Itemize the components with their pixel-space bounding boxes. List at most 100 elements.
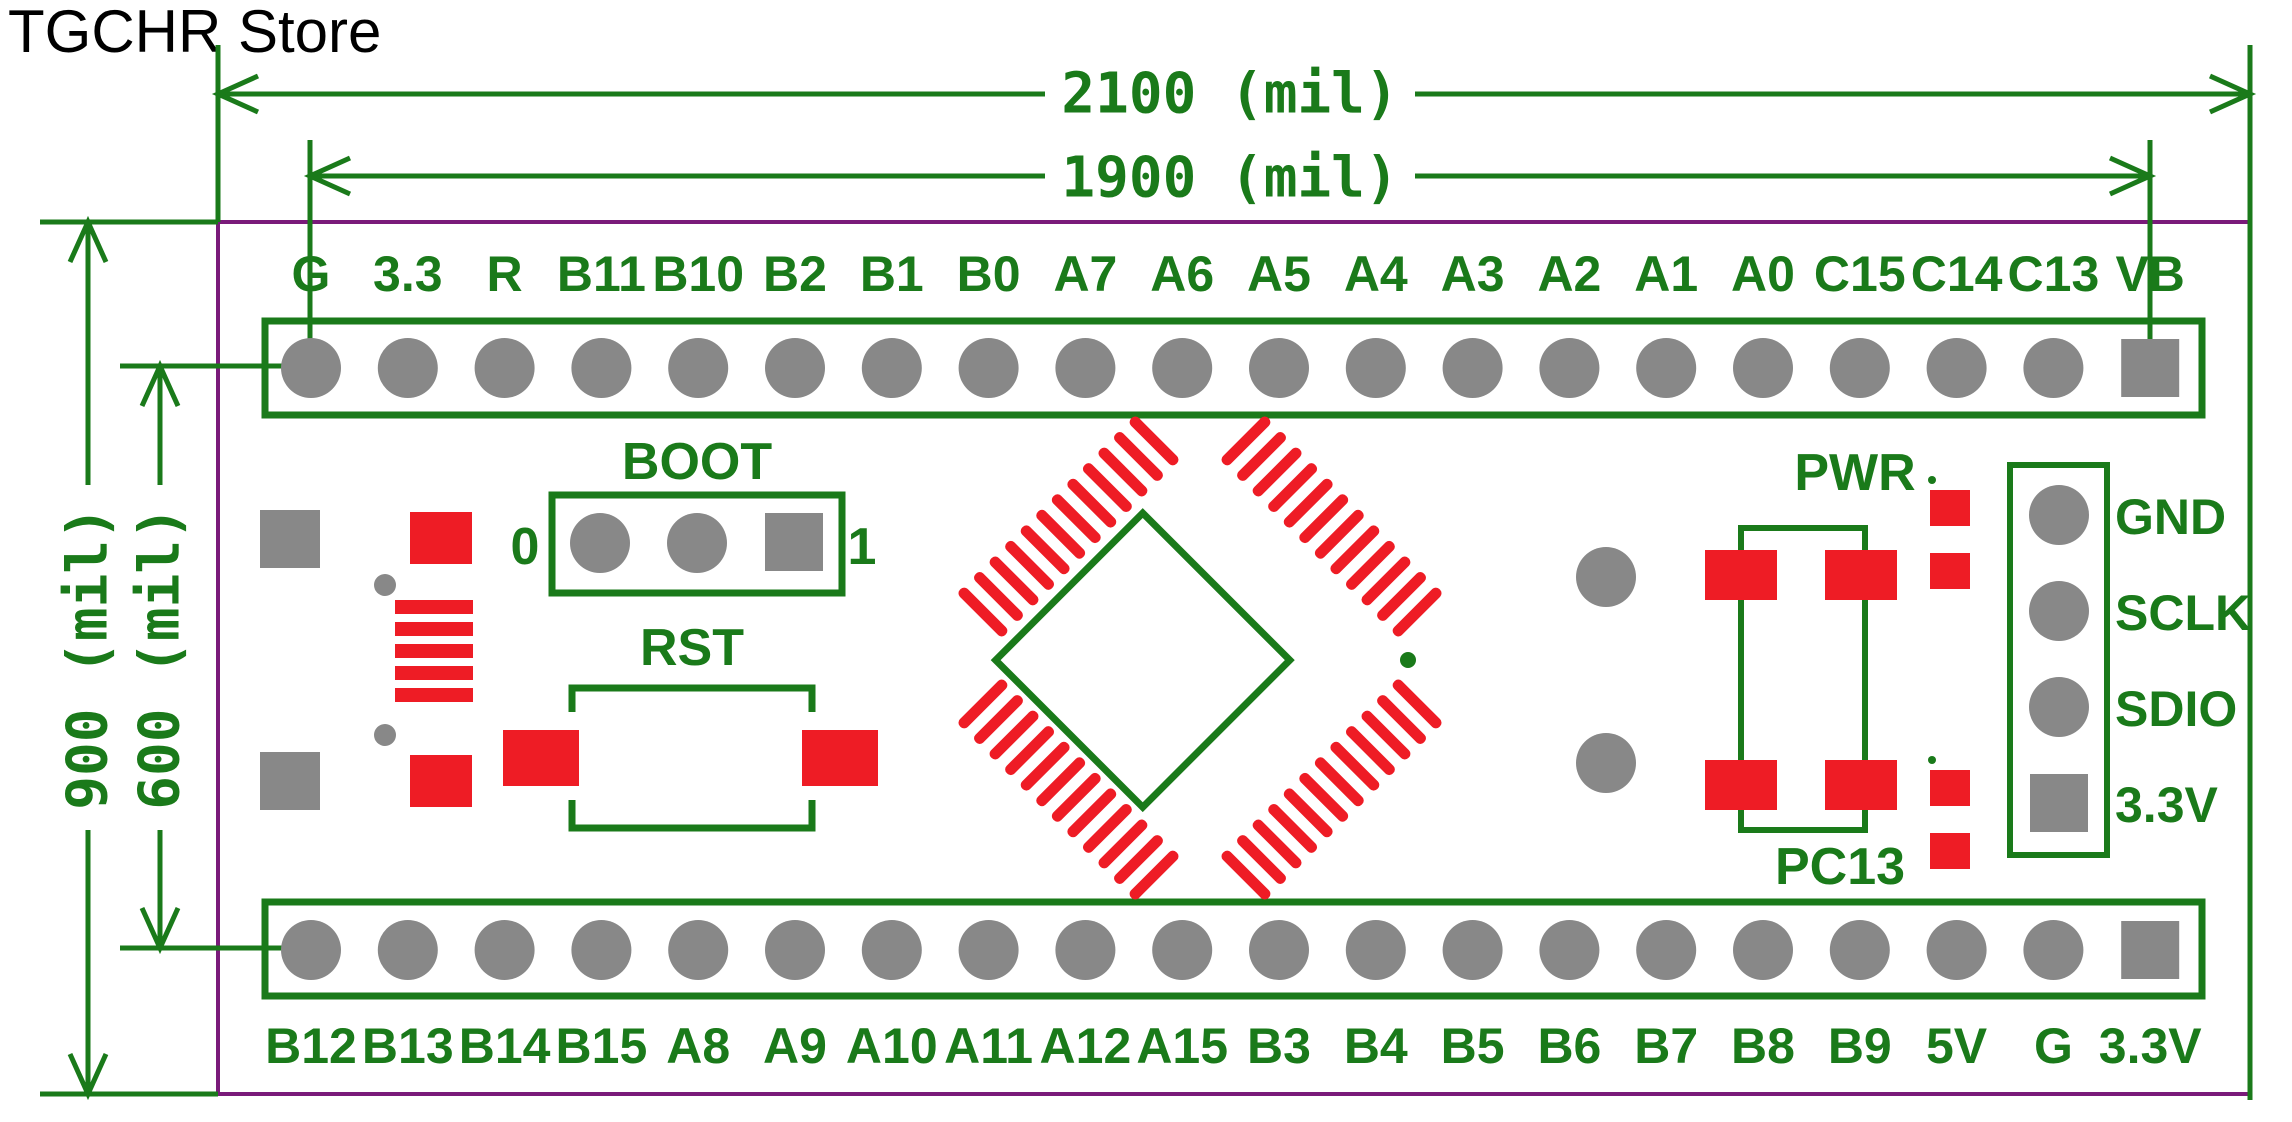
mcu-pad [1098, 447, 1148, 497]
top-pin-label: A2 [1537, 246, 1601, 302]
rst-pad-left [503, 730, 579, 786]
swd-header-outline [2007, 462, 2110, 858]
boot-pin [570, 513, 630, 573]
header-pin [765, 338, 825, 398]
header-pin [474, 920, 535, 980]
bottom-pin-label: B7 [1634, 1018, 1698, 1074]
mcu-pad [1036, 509, 1086, 559]
bottom-pin-label: A9 [763, 1018, 827, 1074]
header-pin [861, 338, 922, 398]
store-title: TGCHR Store [8, 0, 382, 65]
mcu-pad [1252, 447, 1302, 497]
mcu-pad [1067, 478, 1117, 528]
led-pad [1930, 833, 1970, 869]
header-pin [668, 920, 729, 980]
header-pin [281, 338, 341, 398]
rst-button-outline [568, 684, 816, 712]
rst-label: RST [640, 619, 744, 677]
header-pin [1055, 338, 1116, 398]
bottom-pin-label: A15 [1136, 1018, 1228, 1074]
bottom-pin-label: A8 [666, 1018, 730, 1074]
header-pin [1249, 338, 1309, 398]
top-pin-label: A7 [1053, 246, 1117, 302]
top-pin-label: A4 [1344, 246, 1408, 302]
via [374, 724, 396, 746]
bottom-pin-label: B3 [1247, 1018, 1311, 1074]
dimension-height-inner: 600 (mil) [128, 506, 193, 809]
mcu-pad [1330, 525, 1380, 575]
top-pin-label: B0 [957, 246, 1021, 302]
mcu-pad [1020, 741, 1070, 791]
polarity-dot [1928, 756, 1936, 764]
header-pin [571, 338, 632, 398]
header-pin-square [2121, 921, 2180, 979]
header-pin [281, 920, 341, 980]
mcu-pad [1252, 819, 1302, 869]
bottom-header-pins [281, 920, 2180, 980]
top-header-outline [261, 317, 2206, 419]
header-pin [1733, 338, 1793, 398]
crystal-pin [1576, 733, 1636, 793]
top-pin-label: C14 [1911, 246, 2003, 302]
mcu-pad [1314, 757, 1364, 807]
mcu-pad [1283, 478, 1333, 528]
mcu-pad [1345, 540, 1395, 590]
smd-pad [1705, 760, 1777, 810]
smd-pad [1705, 550, 1777, 600]
header-pin [1539, 920, 1600, 980]
mcu-pad [1237, 835, 1286, 884]
mcu-pad [1114, 432, 1163, 481]
top-pin-label: B10 [652, 246, 744, 302]
smd-pad [410, 512, 472, 564]
dimension-lines [40, 45, 2257, 1101]
top-pin-label: C15 [1814, 246, 1906, 302]
boot-jumper-outline [548, 491, 846, 597]
led-pad [1930, 770, 1970, 806]
swd-pin [2029, 485, 2089, 545]
via [374, 574, 396, 596]
top-pin-label: A6 [1150, 246, 1214, 302]
bottom-header-outline [261, 898, 2206, 1000]
top-pin-label: A5 [1247, 246, 1311, 302]
header-pin [1829, 338, 1890, 398]
mcu-pad [974, 572, 1023, 621]
top-pin-label: B1 [860, 246, 924, 302]
header-pin [958, 920, 1019, 980]
mcu-pad [1268, 463, 1318, 513]
mcu-pad [1129, 416, 1179, 466]
bottom-pin-label: B15 [556, 1018, 648, 1074]
mcu-pad [1392, 679, 1442, 729]
swd-pin-square [2030, 774, 2088, 832]
boot-right-label: 1 [848, 518, 877, 576]
mcu-body [990, 508, 1295, 813]
mcu-pad [1299, 494, 1349, 544]
smd-pad [1825, 550, 1897, 600]
bottom-pin-label: B9 [1828, 1018, 1892, 1074]
mcu-pad [1314, 509, 1364, 559]
header-pin [2023, 920, 2084, 980]
mcu-pin-row [1221, 679, 1442, 900]
header-pin [1539, 338, 1600, 398]
bottom-pin-label: G [2034, 1018, 2073, 1074]
mcu-pad [1299, 772, 1349, 822]
bottom-pin-label: B6 [1537, 1018, 1601, 1074]
mcu-pad [1268, 803, 1318, 853]
top-pin-label: A3 [1441, 246, 1505, 302]
mcu-pin1-dot [1400, 652, 1416, 668]
mcu-pad [1082, 463, 1132, 513]
header-pin [1442, 338, 1503, 398]
top-pin-label: B2 [763, 246, 827, 302]
rst-button-outline [568, 800, 816, 832]
crystal-pin [1576, 547, 1636, 607]
header-pin [668, 338, 729, 398]
dimension-height-outer: 900 (mil) [56, 506, 121, 809]
mcu-pad [1067, 788, 1117, 838]
bottom-pin-label: B12 [265, 1018, 357, 1074]
top-pin-label: 3.3 [373, 246, 443, 302]
top-pin-label: A0 [1731, 246, 1795, 302]
led-pad [1930, 553, 1970, 589]
mcu-pad [1221, 850, 1271, 900]
